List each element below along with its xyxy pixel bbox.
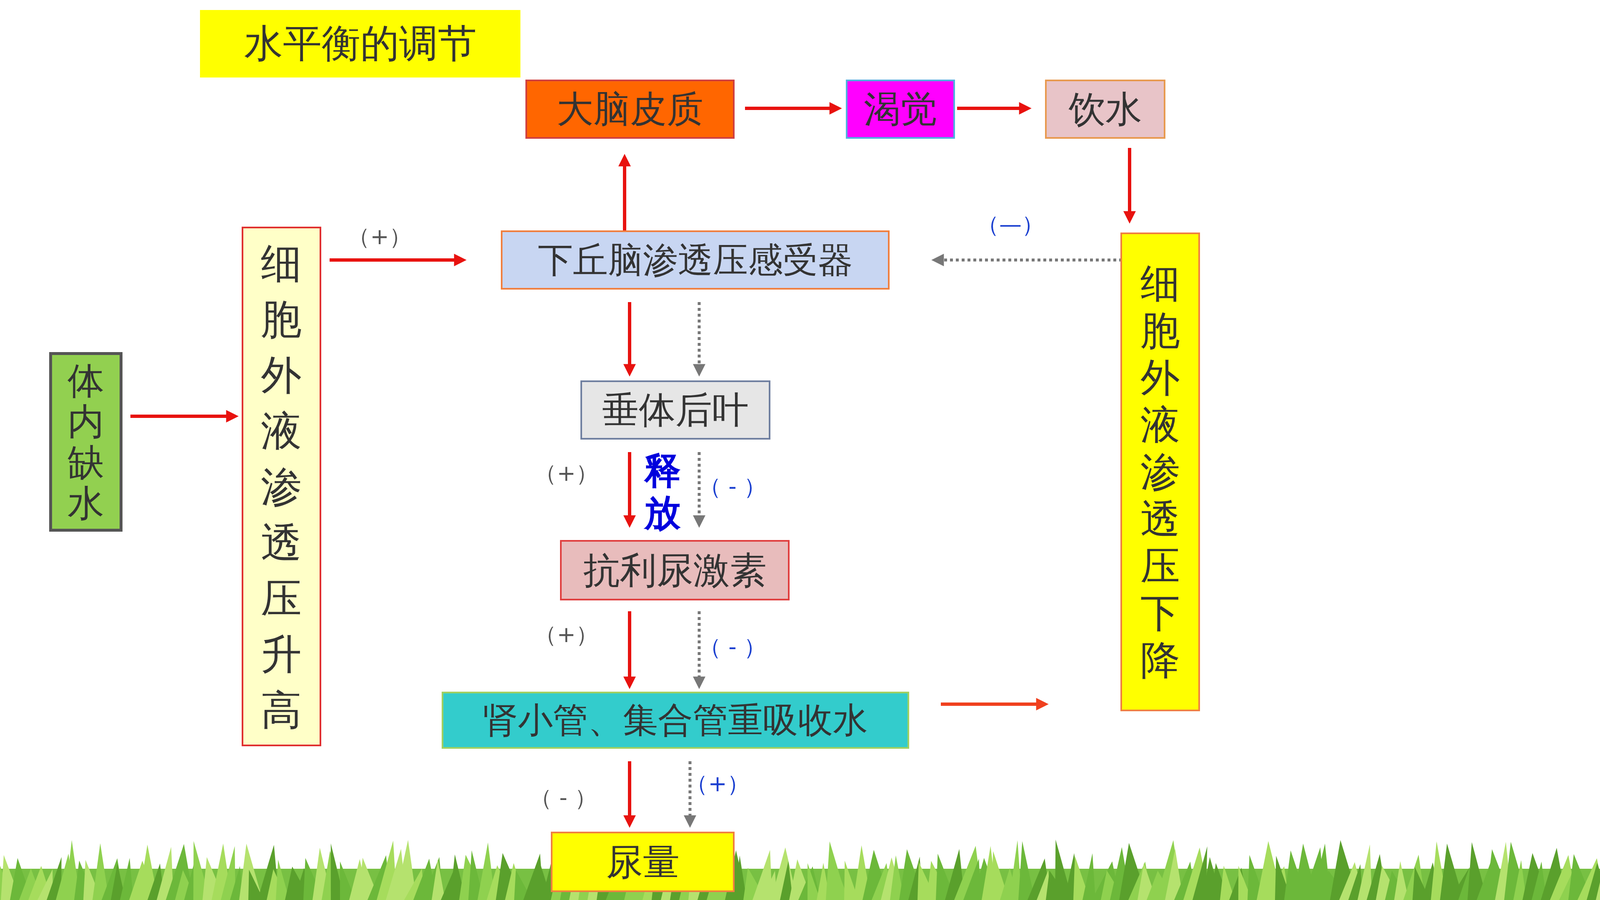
hormone-box: 抗利尿激素 bbox=[560, 540, 790, 601]
sign-label: （ - ） bbox=[529, 782, 598, 814]
diagram-title: 水平衡的调节 bbox=[200, 10, 521, 78]
solid-arrow bbox=[622, 161, 627, 231]
solid-arrow bbox=[627, 761, 632, 821]
node-text: 饮水 bbox=[1068, 87, 1143, 130]
sign-label: （+） bbox=[534, 458, 598, 489]
dotted-arrow bbox=[938, 258, 1134, 262]
pituitary-box: 垂体后叶 bbox=[580, 380, 771, 440]
sign-label: （+） bbox=[685, 768, 750, 800]
reabsorption-box: 肾小管、集合管重吸收水 bbox=[441, 691, 910, 749]
node-text: 细胞外液渗透压下降 bbox=[1139, 260, 1182, 684]
cortex-box: 大脑皮质 bbox=[525, 79, 735, 139]
receptor-box: 下丘脑渗透压感受器 bbox=[500, 230, 890, 290]
node-text: 细胞外液渗透压升高 bbox=[260, 235, 303, 738]
solid-arrow bbox=[130, 414, 232, 418]
node-text: 抗利尿激素 bbox=[583, 549, 767, 592]
solid-arrow bbox=[957, 106, 1025, 110]
node-text: 肾小管、集合管重吸收水 bbox=[482, 700, 868, 741]
sign-label: （+） bbox=[534, 619, 598, 650]
grass-band bbox=[0, 839, 1600, 900]
dehydration-box: 体内缺水 bbox=[49, 352, 123, 532]
thirst-box: 渴觉 bbox=[845, 79, 955, 139]
sign-label: （+） bbox=[347, 221, 412, 253]
solid-arrow bbox=[1127, 147, 1132, 217]
grass-blade bbox=[431, 859, 445, 900]
solid-arrow bbox=[627, 611, 632, 682]
sign-label: （ - ） bbox=[698, 632, 767, 663]
osmotic-fall-box: 细胞外液渗透压下降 bbox=[1120, 232, 1200, 712]
node-text: 尿量 bbox=[606, 840, 680, 883]
osmotic-rise-box: 细胞外液渗透压升高 bbox=[241, 226, 322, 747]
dotted-arrow bbox=[697, 302, 701, 370]
solid-arrow bbox=[745, 106, 835, 110]
solid-arrow bbox=[329, 258, 460, 262]
solid-arrow bbox=[627, 452, 632, 521]
node-text: 大脑皮质 bbox=[556, 87, 704, 130]
sign-label: （—） bbox=[976, 209, 1045, 240]
grass-blade bbox=[1595, 857, 1600, 900]
connector-group bbox=[130, 108, 1134, 821]
solid-arrow bbox=[627, 302, 632, 370]
grass-blade bbox=[1082, 853, 1096, 900]
solid-arrow bbox=[940, 702, 1042, 706]
urine-box: 尿量 bbox=[550, 831, 735, 893]
node-text: 垂体后叶 bbox=[602, 388, 749, 431]
node-text: 下丘脑渗透压感受器 bbox=[537, 240, 853, 281]
release-label: 释放 bbox=[643, 449, 682, 534]
node-text: 渴觉 bbox=[863, 87, 938, 130]
drink-box: 饮水 bbox=[1045, 79, 1166, 139]
sign-label: （ - ） bbox=[698, 471, 767, 503]
node-text: 体内缺水 bbox=[66, 360, 105, 524]
